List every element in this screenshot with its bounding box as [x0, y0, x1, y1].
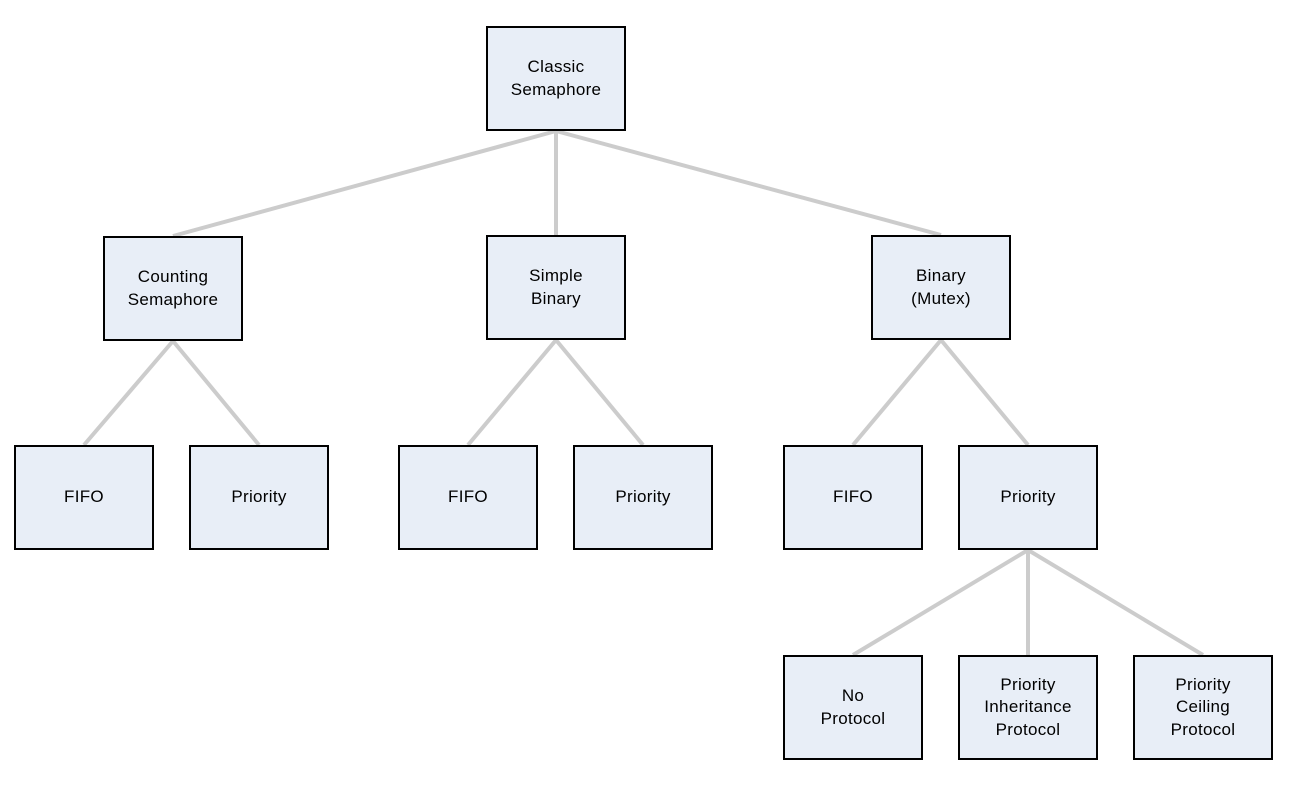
node-no-protocol: No Protocol	[783, 655, 923, 760]
node-binary-mutex-fifo: FIFO	[783, 445, 923, 550]
node-binary-mutex: Binary (Mutex)	[871, 235, 1011, 340]
node-simple-binary-fifo-label: FIFO	[448, 487, 488, 507]
edge-simple-binary-to-priority	[554, 338, 645, 447]
node-counting-semaphore: Counting Semaphore	[103, 236, 243, 341]
node-counting-semaphore-label: Counting Semaphore	[127, 267, 219, 309]
node-binary-mutex-priority-label: Priority	[1000, 487, 1056, 507]
node-counting-priority-label: Priority	[231, 487, 287, 507]
edge-binary-mutex-to-fifo	[851, 338, 943, 447]
node-simple-binary-label: Simple Binary	[529, 266, 583, 308]
node-classic-semaphore-label: Classic Semaphore	[510, 57, 602, 99]
node-simple-binary-fifo: FIFO	[398, 445, 538, 550]
node-counting-priority: Priority	[189, 445, 329, 550]
node-binary-mutex-priority: Priority	[958, 445, 1098, 550]
node-counting-fifo: FIFO	[14, 445, 154, 550]
node-simple-binary: Simple Binary	[486, 235, 626, 340]
edge-counting-to-priority	[171, 339, 261, 447]
edge-counting-to-fifo	[82, 339, 175, 447]
node-binary-mutex-label: Binary (Mutex)	[911, 266, 971, 308]
node-priority-ceiling-protocol: Priority Ceiling Protocol	[1133, 655, 1273, 760]
node-binary-mutex-fifo-label: FIFO	[833, 487, 873, 507]
node-counting-fifo-label: FIFO	[64, 487, 104, 507]
edge-binary-mutex-to-priority	[939, 338, 1030, 447]
edge-priority-to-ceiling	[1026, 548, 1205, 657]
edge-simple-binary-to-fifo	[466, 338, 558, 447]
edge-classic-to-counting	[172, 129, 557, 238]
node-priority-inheritance-protocol: Priority Inheritance Protocol	[958, 655, 1098, 760]
edge-classic-to-binary-mutex	[555, 129, 942, 237]
node-priority-ceiling-protocol-label: Priority Ceiling Protocol	[1170, 674, 1236, 739]
edge-priority-to-no-protocol	[851, 548, 1030, 657]
node-simple-binary-priority-label: Priority	[615, 487, 671, 507]
node-priority-inheritance-protocol-label: Priority Inheritance Protocol	[984, 674, 1072, 739]
node-classic-semaphore: Classic Semaphore	[486, 26, 626, 131]
node-no-protocol-label: No Protocol	[820, 686, 886, 728]
node-simple-binary-priority: Priority	[573, 445, 713, 550]
